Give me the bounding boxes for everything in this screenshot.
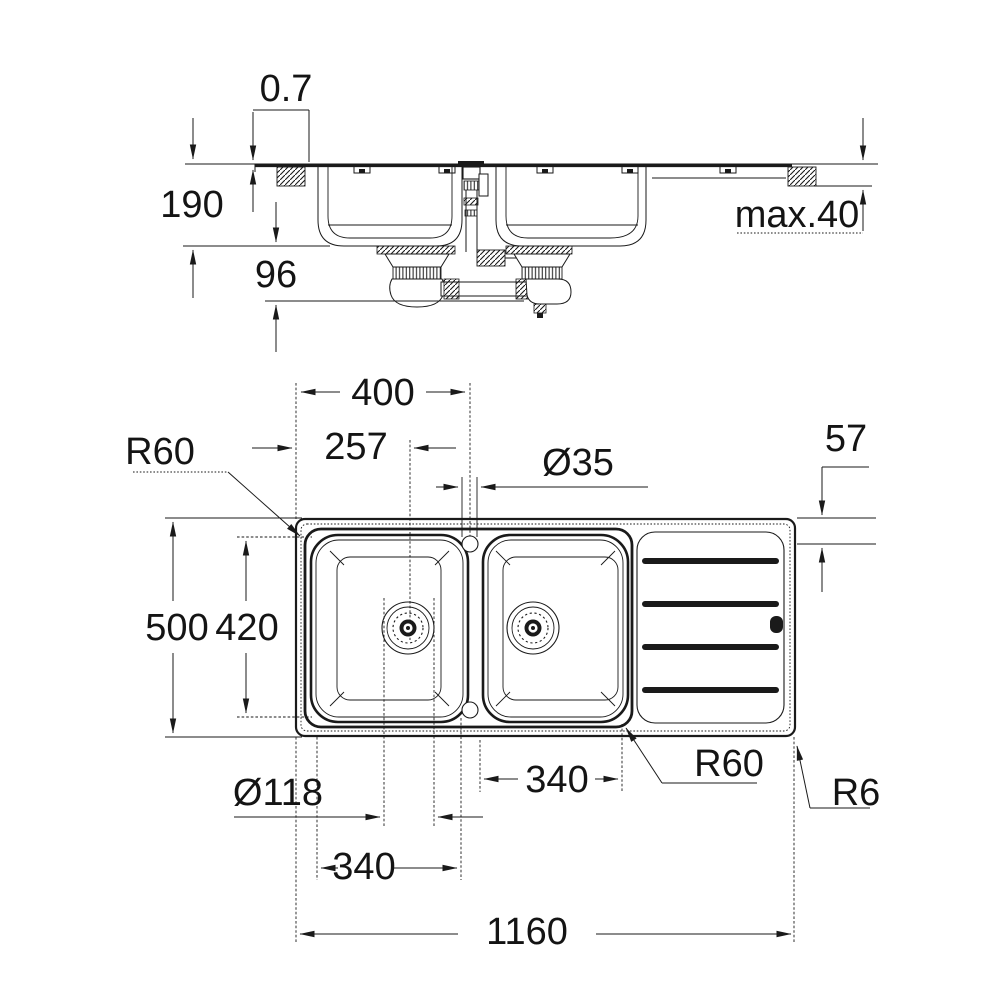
dim-overall-length-label: 1160 xyxy=(486,911,568,953)
extension-lines xyxy=(165,383,876,943)
dim-overall-depth-label: 500 xyxy=(145,607,208,649)
sink-outer-edge xyxy=(294,517,797,738)
dim-trap-clearance-label: 96 xyxy=(255,254,297,296)
right-bowl-plan xyxy=(481,533,630,724)
radius-callout-bottom-right: R60 xyxy=(625,727,764,785)
dim-edge-to-bowl-label: 57 xyxy=(825,418,867,460)
mounting-clamps xyxy=(353,167,737,174)
dim-right-bowl-width: 340 xyxy=(483,759,619,801)
tap-hole-top xyxy=(461,535,479,553)
radius-callout-outer-corner: R6 xyxy=(796,745,881,814)
dim-overall-length: 1160 xyxy=(299,911,792,953)
dim-tap-hole-diameter-label: Ø35 xyxy=(542,442,614,484)
radius-top-left-label: R60 xyxy=(125,431,195,473)
dim-drain-offset: 257 xyxy=(252,426,456,468)
elevation-view: 0.7 190 96 max.40 xyxy=(160,68,878,352)
worktop-section-right xyxy=(787,166,817,187)
right-drain-strainer xyxy=(506,601,560,655)
drainer-plan xyxy=(636,531,785,724)
dim-left-bowl-width-label: 340 xyxy=(332,846,395,888)
dim-bowl-length: 420 xyxy=(215,540,279,714)
dim-drain-diameter: Ø118 xyxy=(233,772,483,821)
right-drain-elbow xyxy=(505,245,573,318)
dim-right-bowl-width-label: 340 xyxy=(525,759,588,801)
left-bowl-plan xyxy=(309,533,470,724)
radius-bottom-right-label: R60 xyxy=(694,743,764,785)
dim-bowl-length-label: 420 xyxy=(215,607,278,649)
left-bowl-section xyxy=(317,166,463,247)
dim-max-worktop: max.40 xyxy=(735,118,867,236)
dim-trap-clearance: 96 xyxy=(255,202,297,352)
dim-tap-hole-offset: 400 xyxy=(300,372,466,414)
radius-callout-top-left: R60 xyxy=(125,431,301,537)
drainer-notch xyxy=(770,616,783,633)
dim-rim-thickness-label: 0.7 xyxy=(260,68,313,110)
dim-tap-hole-offset-label: 400 xyxy=(351,372,414,414)
left-drain-trap xyxy=(376,245,539,308)
dim-rim-thickness: 0.7 xyxy=(249,68,313,212)
dim-tap-hole-diameter: Ø35 xyxy=(436,442,648,491)
dim-drain-diameter-label: Ø118 xyxy=(233,772,323,814)
dim-edge-to-bowl: 57 xyxy=(818,418,869,592)
tap-hole-bottom xyxy=(461,701,479,719)
right-bowl-section xyxy=(495,166,647,247)
bowl-unit-outline xyxy=(303,527,634,729)
plan-view: 400 257 Ø35 57 500 xyxy=(125,372,880,953)
dim-drain-offset-label: 257 xyxy=(324,426,387,468)
dim-bowl-depth-label: 190 xyxy=(160,184,223,226)
worktop-section-left xyxy=(276,166,306,187)
radius-outer-corner-label: R6 xyxy=(832,772,881,814)
sink-inner-edge xyxy=(300,523,791,732)
dim-left-bowl-width: 340 xyxy=(320,846,458,888)
overflow-assembly xyxy=(458,161,522,267)
left-drain-strainer xyxy=(381,601,435,655)
dim-max-worktop-label: max.40 xyxy=(735,194,860,236)
dim-bowl-depth: 190 xyxy=(160,118,224,298)
dim-overall-depth: 500 xyxy=(145,521,209,734)
